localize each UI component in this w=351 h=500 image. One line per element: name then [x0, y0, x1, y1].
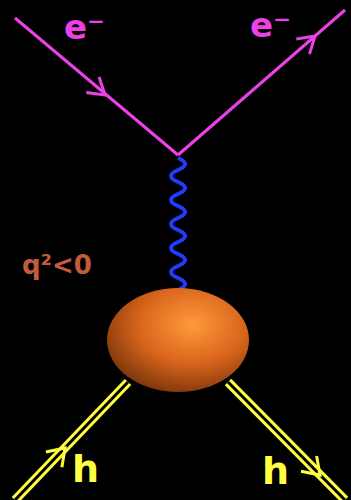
electron-arrowhead: [296, 36, 315, 54]
hadron-arrowhead: [301, 456, 320, 475]
hadron-arrowhead: [46, 448, 65, 467]
outgoing-hadron-line: [228, 382, 345, 500]
hadron-label: h: [72, 450, 99, 488]
virtual-photon: [171, 158, 185, 302]
electron-label: e⁻: [250, 8, 291, 42]
hadron-vertex-blob: [107, 288, 249, 392]
electron-arrowhead: [86, 77, 105, 95]
momentum-transfer-label: q²<0: [22, 252, 92, 278]
electron-label: e⁻: [64, 10, 105, 44]
hadron-label: h: [262, 452, 289, 490]
outgoing-hadron-gap: [228, 382, 345, 500]
incoming-hadron-line: [15, 382, 128, 500]
incoming-hadron-gap: [15, 382, 128, 500]
